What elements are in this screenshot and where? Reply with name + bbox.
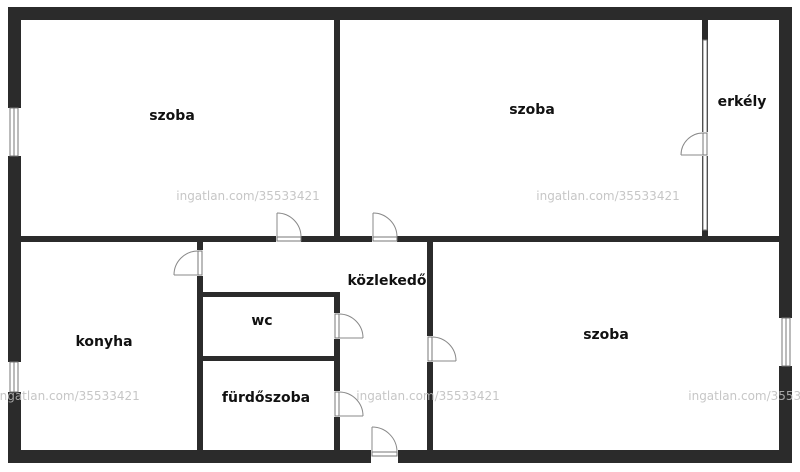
room-label-szoba-top-left: szoba (149, 108, 195, 124)
door-room8 (427, 336, 457, 362)
door-bath (334, 391, 364, 417)
door-room1 (276, 212, 302, 242)
watermark-5: ingatlan.com/35533421 (688, 389, 800, 403)
room-label-furdoszoba: fürdőszoba (222, 390, 310, 406)
window-room1-left (7, 107, 22, 157)
door-balcony (680, 132, 708, 156)
room-label-szoba-top-right: szoba (509, 102, 555, 118)
wall-vertical-top-mid (334, 20, 340, 242)
wall-horizontal-mid (21, 236, 781, 242)
watermark-3: ingatlan.com/35533421 (0, 389, 140, 403)
door-entrance (371, 426, 398, 457)
room-label-szoba-bottom-right: szoba (583, 327, 629, 343)
watermark-2: ingatlan.com/35533421 (536, 189, 679, 203)
door-kitchen (173, 250, 203, 276)
wall-wc-top (203, 292, 340, 297)
wall-bottom (8, 450, 792, 463)
door-wc (334, 313, 364, 339)
wall-wc-bottom (203, 356, 340, 361)
door-room2 (372, 212, 398, 242)
room-label-wc: wc (251, 313, 272, 329)
room-label-erkely: erkély (718, 94, 767, 110)
wall-bath-right (334, 292, 340, 452)
wall-kitchen-right (197, 242, 203, 452)
room-label-kozlekedo: közlekedő (347, 273, 426, 289)
watermark-4: ingatlan.com/35533421 (356, 389, 499, 403)
window-room8-right (778, 317, 793, 367)
watermark-1: ingatlan.com/35533421 (176, 189, 319, 203)
room-label-konyha: konyha (75, 334, 132, 350)
wall-top (8, 7, 792, 20)
window-kitchen-left (7, 361, 22, 393)
